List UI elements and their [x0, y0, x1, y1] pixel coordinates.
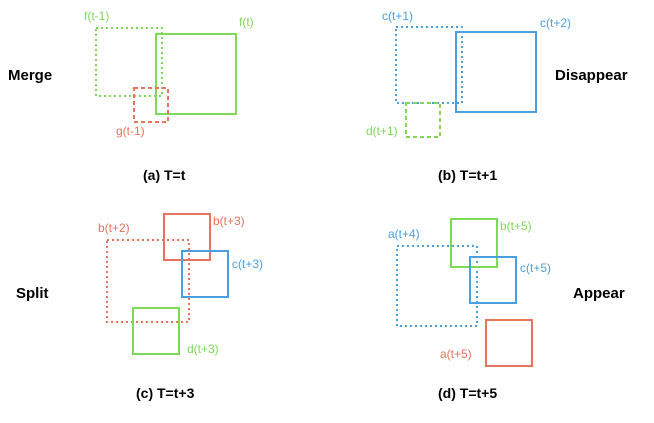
label-c-t-plus-3: c(t+3) [232, 257, 263, 271]
box-b-t-plus-5 [450, 218, 498, 268]
label-c-t-plus-2: c(t+2) [540, 16, 571, 30]
caption-a: (a) T=t [143, 167, 186, 183]
event-label-merge: Merge [8, 67, 52, 84]
box-c-t-plus-2 [455, 31, 537, 113]
box-c-t-plus-5 [469, 256, 517, 304]
label-a-t-plus-5: a(t+5) [440, 347, 472, 361]
caption-c: (c) T=t+3 [136, 385, 195, 401]
label-c-t-plus-5: c(t+5) [520, 261, 551, 275]
event-label-appear: Appear [573, 285, 625, 302]
box-f-t-minus-1 [95, 27, 163, 97]
box-d-t-plus-3 [132, 307, 180, 355]
label-d-t-plus-3: d(t+3) [187, 342, 219, 356]
label-b-t-plus-2: b(t+2) [98, 221, 130, 235]
event-label-split: Split [16, 285, 49, 302]
box-c-t-plus-3 [181, 250, 229, 298]
label-b-t-plus-3: b(t+3) [213, 214, 245, 228]
caption-b: (b) T=t+1 [438, 167, 497, 183]
box-d-t-plus-1 [405, 102, 441, 138]
label-g-t-minus-1: g(t-1) [116, 124, 145, 138]
box-f-t [155, 33, 237, 115]
panel-disappear: Disappear c(t+1) c(t+2) d(t+1) (b) T=t+1 [366, 9, 628, 183]
label-a-t-plus-4: a(t+4) [388, 227, 420, 241]
label-c-t-plus-1: c(t+1) [382, 9, 413, 23]
label-b-t-plus-5: b(t+5) [500, 219, 532, 233]
label-f-t-minus-1: f(t-1) [84, 9, 109, 23]
event-label-disappear: Disappear [555, 67, 628, 84]
box-a-t-plus-5 [485, 319, 533, 367]
label-f-t: f(t) [239, 15, 254, 29]
box-a-t-plus-4 [396, 245, 478, 327]
box-c-t-plus-1 [395, 26, 463, 104]
label-d-t-plus-1: d(t+1) [366, 124, 398, 138]
box-b-t-plus-2 [106, 239, 190, 323]
box-g-t-minus-1 [133, 87, 169, 123]
caption-d: (d) T=t+5 [438, 385, 497, 401]
panel-split: Split b(t+2) b(t+3) c(t+3) d(t+3) (c) T=… [16, 213, 263, 401]
panel-merge: Merge f(t-1) f(t) g(t-1) (a) T=t [8, 9, 254, 183]
panel-appear: Appear a(t+4) b(t+5) c(t+5) a(t+5) (d) T… [388, 218, 625, 401]
box-b-t-plus-3 [163, 213, 211, 261]
